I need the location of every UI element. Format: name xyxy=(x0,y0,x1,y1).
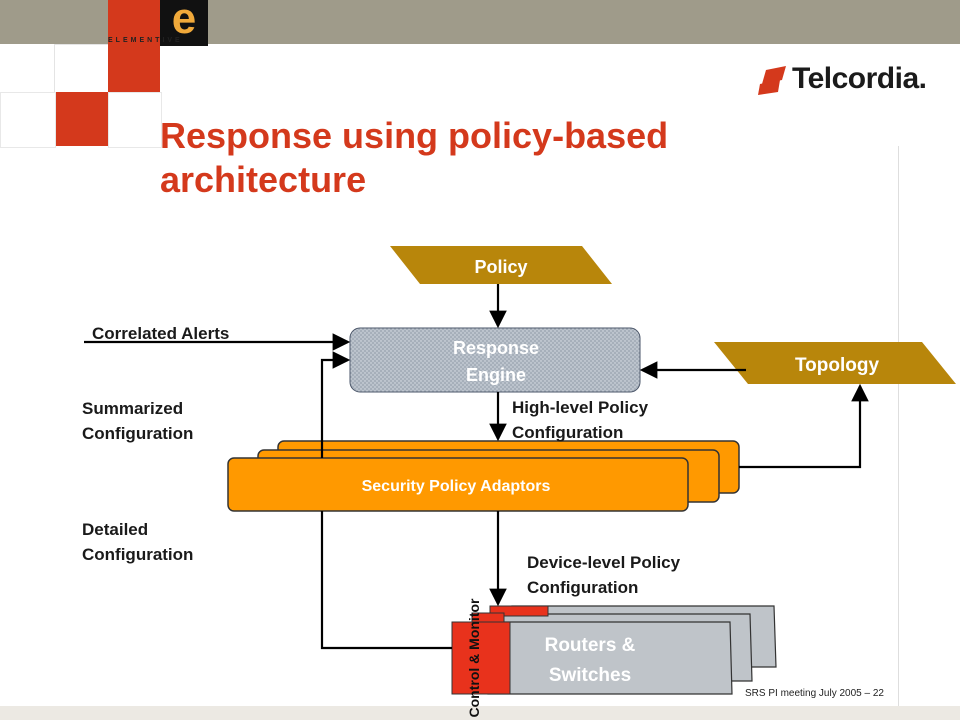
elementive-logo xyxy=(160,0,208,46)
high-level-policy-label-line2: Configuration xyxy=(512,423,624,442)
policy-label: Policy xyxy=(474,257,527,277)
arrow-adaptors-to-topology xyxy=(739,383,869,469)
adaptor-box-front xyxy=(227,457,689,512)
summarized-config-label-line1: Summarized xyxy=(82,399,184,418)
elementive-logo-letter: e xyxy=(171,0,197,43)
adaptors-label: Security Policy Adaptors xyxy=(362,478,551,495)
device-level-policy-label-line1: Device-level Policy xyxy=(527,553,681,572)
deco-square-white-2 xyxy=(0,92,56,148)
deco-square-red-3 xyxy=(54,92,108,146)
response-engine-label-line2: Engine xyxy=(466,365,526,385)
deco-square-red-2 xyxy=(108,44,160,92)
topology-label: Topology xyxy=(795,355,880,376)
detailed-config-label-line1: Detailed xyxy=(82,520,149,539)
routers-label-line1: Routers & xyxy=(545,635,636,656)
correlated-alerts-label: Correlated Alerts xyxy=(92,324,230,343)
topology-box xyxy=(714,342,956,384)
high-level-policy-label-line1: High-level Policy xyxy=(512,398,649,417)
deco-square-red-1 xyxy=(108,0,160,44)
slide-footer: SRS PI meeting July 2005 – 22 xyxy=(745,688,884,699)
routers-label-line2: Switches xyxy=(549,665,631,686)
elementive-wordmark: ELEMENTIVE xyxy=(108,37,183,44)
deco-square-white-1 xyxy=(54,44,110,94)
device-level-policy-label-line2: Configuration xyxy=(527,578,639,597)
footer-bar xyxy=(0,706,960,720)
divider-line xyxy=(898,146,899,706)
arrow-routers-to-adaptors xyxy=(320,511,452,650)
detailed-config-label-line2: Configuration xyxy=(82,545,194,564)
control-tab-back xyxy=(489,605,549,617)
arrow-adaptors-to-engine xyxy=(320,351,351,458)
telcordia-logo: Telcordia. xyxy=(792,62,927,95)
policy-box xyxy=(390,246,612,284)
summarized-config-label-line2: Configuration xyxy=(82,424,194,443)
control-tab-front xyxy=(451,621,511,695)
response-engine-label-line1: Response xyxy=(453,338,539,358)
deco-square-white-3 xyxy=(108,92,162,148)
control-monitor-label: Control & Monitor xyxy=(466,598,482,718)
slide-title: Response using policy-based architecture xyxy=(160,115,669,200)
